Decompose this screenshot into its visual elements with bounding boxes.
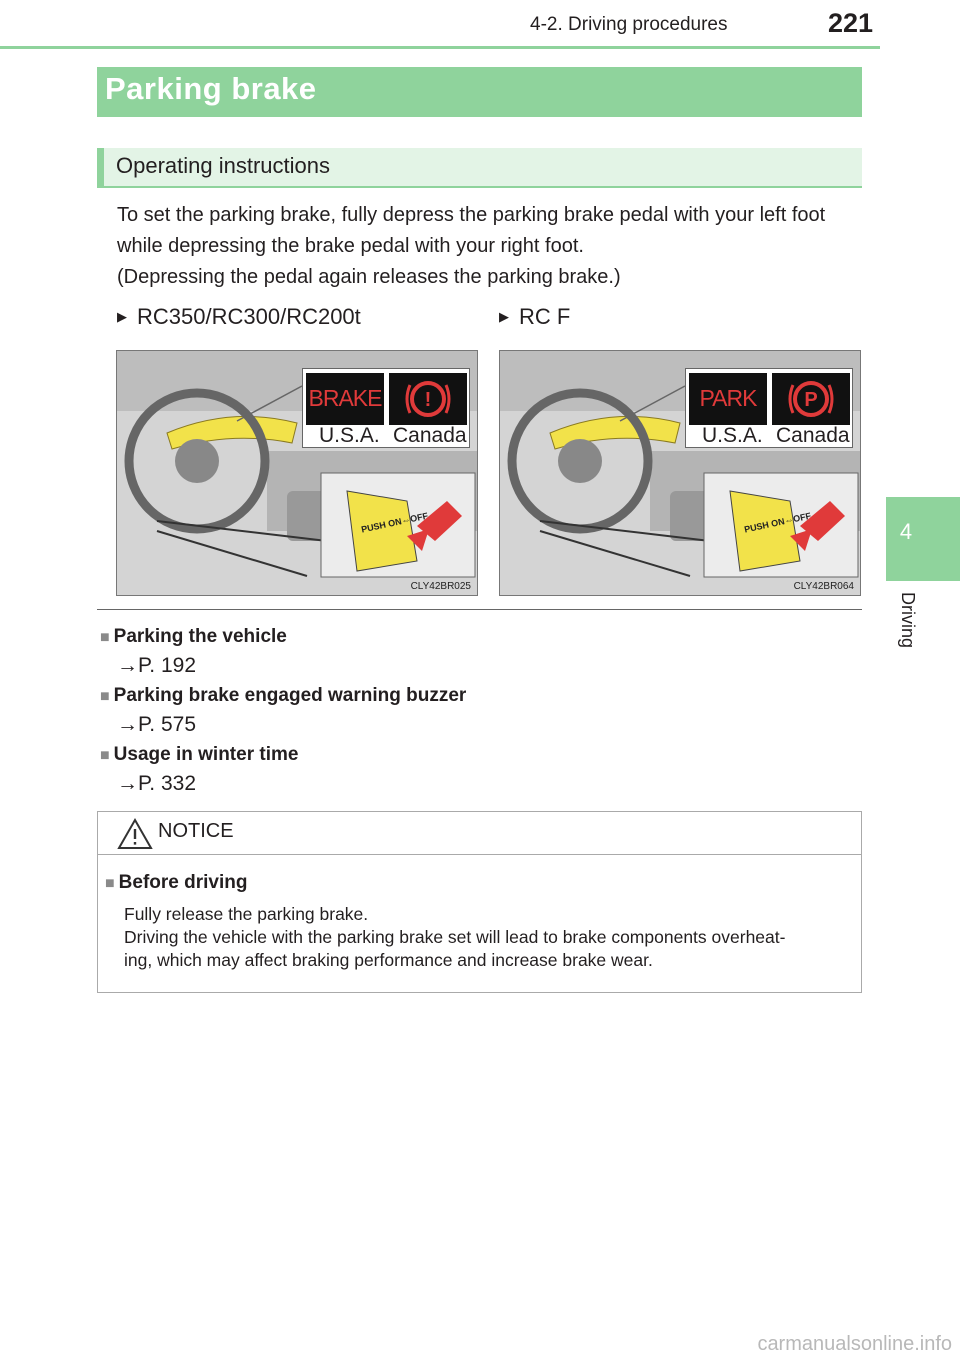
- note-heading-parking: ■Parking the vehicle: [100, 626, 287, 648]
- canada-label: Canada: [776, 424, 850, 447]
- notice-subheading-text: Before driving: [118, 872, 248, 893]
- note-heading-text: Parking the vehicle: [113, 626, 287, 647]
- section-rule: [97, 609, 862, 610]
- canada-label: Canada: [393, 424, 467, 447]
- model-label-text: RC350/RC300/RC200t: [137, 304, 361, 329]
- notice-title: NOTICE: [158, 820, 234, 842]
- model-label-text: RC F: [519, 304, 571, 329]
- square-bullet-icon: ■: [105, 875, 115, 892]
- square-bullet-icon: ■: [100, 688, 110, 705]
- indicator-callout-1: BRAKE ! U.S.A. Canada: [302, 368, 470, 448]
- indicator-text: PARK: [699, 385, 758, 411]
- notice-subheading: ■Before driving: [105, 872, 247, 894]
- instruction-paragraph: To set the parking brake, fully depress …: [117, 200, 867, 293]
- notice-line: ing, which may affect braking performanc…: [124, 950, 653, 970]
- chapter-side-label-text: Driving: [898, 592, 918, 649]
- notice-box: NOTICE ■Before driving Fully release the…: [97, 811, 862, 993]
- paragraph-line: (Depressing the pedal again releases the…: [117, 266, 621, 288]
- note-heading-text: Parking brake engaged warning buzzer: [113, 685, 467, 706]
- warning-triangle-icon: [117, 817, 153, 849]
- canada-indicator-symbol: P: [804, 389, 817, 411]
- brake-indicator-canada: !: [389, 373, 467, 425]
- page-reference-link[interactable]: →P. 192: [117, 654, 197, 677]
- chapter-side-tab-number: 4: [899, 519, 913, 544]
- section-heading: Operating instructions: [116, 153, 330, 178]
- usa-label: U.S.A.: [319, 424, 380, 447]
- paragraph-line: To set the parking brake, fully depress …: [117, 204, 826, 226]
- footer-watermark: carmanualsonline.info: [757, 1333, 952, 1355]
- page-reference-link[interactable]: →P. 332: [117, 772, 197, 795]
- square-bullet-icon: ■: [100, 629, 110, 646]
- chapter-side-tab[interactable]: 4: [886, 497, 960, 581]
- square-bullet-icon: ■: [100, 747, 110, 764]
- note-heading-text: Usage in winter time: [113, 744, 299, 765]
- section-heading-bar: Operating instructions: [97, 148, 862, 188]
- page-reference-link[interactable]: →P. 575: [117, 713, 197, 736]
- brake-indicator-usa: BRAKE: [306, 373, 384, 425]
- indicator-callout-2: PARK P U.S.A. Canada: [685, 368, 853, 448]
- figure-code: CLY42BR025: [410, 581, 471, 592]
- page-title: Parking brake: [105, 71, 317, 106]
- chapter-side-label: Driving: [890, 592, 920, 672]
- page-number: 221: [828, 8, 874, 38]
- notice-line: Driving the vehicle with the parking bra…: [124, 927, 786, 947]
- header-rule: [0, 46, 880, 49]
- canada-indicator-symbol: !: [425, 389, 432, 411]
- figure-code: CLY42BR064: [793, 581, 854, 592]
- paragraph-line: while depressing the brake pedal with yo…: [117, 235, 584, 257]
- triangle-bullet-icon: ▶: [499, 309, 509, 324]
- page-title-bar: Parking brake: [97, 67, 862, 117]
- notice-line: Fully release the parking brake.: [124, 904, 369, 924]
- usa-label: U.S.A.: [702, 424, 763, 447]
- notice-body: Fully release the parking brake. Driving…: [124, 903, 785, 972]
- model-label-1: ▶ RC350/RC300/RC200t: [117, 304, 361, 330]
- triangle-bullet-icon: ▶: [117, 309, 127, 324]
- notice-header: NOTICE: [98, 812, 861, 855]
- indicator-text: BRAKE: [308, 385, 383, 411]
- brake-warning-icon: !: [405, 381, 451, 417]
- note-heading-winter: ■Usage in winter time: [100, 744, 298, 766]
- chapter-heading: 4-2. Driving procedures: [530, 14, 728, 35]
- note-heading-buzzer: ■Parking brake engaged warning buzzer: [100, 685, 466, 707]
- model-label-2: ▶ RC F: [499, 304, 570, 330]
- park-indicator-canada: P: [772, 373, 850, 425]
- parking-brake-icon: P: [788, 381, 834, 417]
- figure-cockpit-2: PUSH ON⇔OFF CLY42BR064: [499, 350, 861, 596]
- park-indicator-usa: PARK: [689, 373, 767, 425]
